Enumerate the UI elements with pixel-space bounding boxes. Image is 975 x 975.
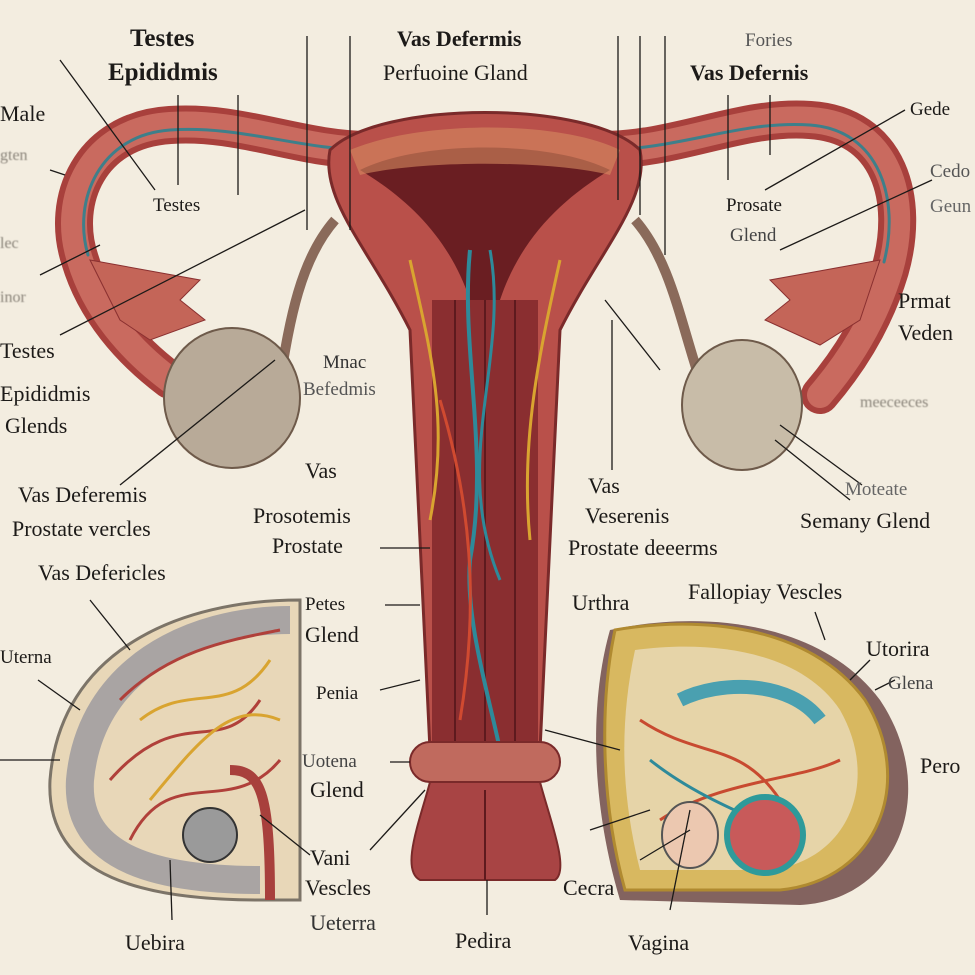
label-epididmis-top: Epididmis xyxy=(108,59,218,86)
leader-lines xyxy=(0,36,933,921)
right-ovary xyxy=(681,339,803,471)
label-male: Male xyxy=(0,101,46,126)
label-cedo: Cedo xyxy=(930,161,971,182)
left-cross-section-sphere xyxy=(182,807,238,863)
label-testes-mid: Testes xyxy=(153,195,201,216)
label-pedira: Pedira xyxy=(455,928,512,953)
cervix-ring xyxy=(409,741,561,783)
label-glends-left: Glends xyxy=(5,413,68,438)
label-mnac: Mnac xyxy=(323,352,367,373)
label-vas-defericles: Vas Defericles xyxy=(38,560,166,585)
right-cross-section-egg xyxy=(661,801,719,869)
left-fimbriae xyxy=(89,259,207,341)
label-vas-right: Vas xyxy=(588,473,620,498)
label-vas-center: Vas xyxy=(305,458,337,483)
label-glend-c2: Glend xyxy=(310,777,364,802)
label-testes-left: Testes xyxy=(0,338,55,363)
label-vas-deferemis-left: Vas Deferemis xyxy=(18,482,147,507)
label-glend-c1: Glend xyxy=(305,622,359,647)
label-vas-defermis-top: Vas Defermis xyxy=(397,26,522,51)
label-uterna: Uterna xyxy=(0,647,52,668)
label-prosotemis: Prosotemis xyxy=(253,503,351,528)
label-perfuoine-gland: Perfuoine Gland xyxy=(383,60,528,85)
label-vani: Vani xyxy=(310,845,351,870)
label-vescles: Vescles xyxy=(305,875,371,900)
label-prmat: Prmat xyxy=(898,288,951,313)
label-vagina: Vagina xyxy=(628,930,690,955)
label-cecra: Cecra xyxy=(563,875,615,900)
label-moteate: Moteate xyxy=(845,479,908,500)
label-fories: Fories xyxy=(745,30,793,51)
label-gten: gten xyxy=(0,147,28,164)
label-veserenis: Veserenis xyxy=(585,503,670,528)
label-prosate: Prosate xyxy=(726,195,782,216)
label-pero: Pero xyxy=(920,753,961,778)
label-vas-defernis-top: Vas Defernis xyxy=(690,60,809,85)
label-prostate-deeerms: Prostate deeerms xyxy=(568,535,718,560)
right-tube xyxy=(581,100,917,414)
label-lec: lec xyxy=(0,235,19,252)
left-ovary xyxy=(163,327,301,469)
label-veden: Veden xyxy=(898,320,953,345)
label-prostate-vercles: Prostate vercles xyxy=(12,516,151,541)
label-glend-right: Glend xyxy=(730,225,777,246)
right-fimbriae xyxy=(764,259,881,346)
label-befedmis: Befedmis xyxy=(303,379,376,400)
label-prostate-center: Prostate xyxy=(272,533,343,558)
label-ueterra: Ueterra xyxy=(310,910,376,935)
label-urthra: Urthra xyxy=(572,590,630,615)
label-semany-glend: Semany Glend xyxy=(800,508,931,533)
label-utorira: Utorira xyxy=(866,636,930,661)
label-inor: inor xyxy=(0,289,26,306)
label-uebira: Uebira xyxy=(125,930,185,955)
label-penia: Penia xyxy=(316,683,359,704)
label-testes-top: Testes xyxy=(130,25,195,52)
right-cross-section-disc xyxy=(724,794,806,876)
label-gede: Gede xyxy=(910,99,951,120)
label-uotena: Uotena xyxy=(302,751,357,772)
label-epididmis-left: Epididmis xyxy=(0,381,91,406)
label-geun: Geun xyxy=(930,196,972,217)
label-glena: Glena xyxy=(888,673,934,694)
label-faint-right: meeceeces xyxy=(860,394,929,411)
label-fallopiay-vescles: Fallopiay Vescles xyxy=(688,579,843,604)
label-petes: Petes xyxy=(305,594,346,615)
